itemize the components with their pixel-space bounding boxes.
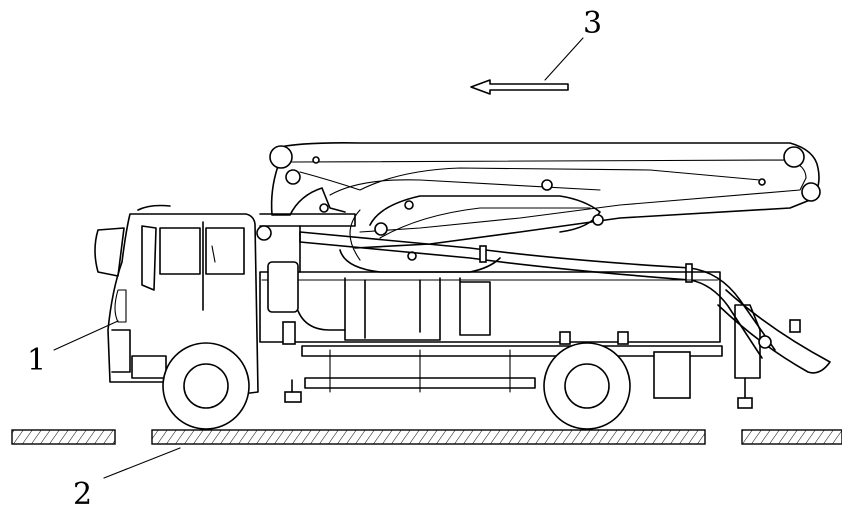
delivery-pipe bbox=[299, 231, 831, 374]
folded-boom bbox=[269, 142, 821, 273]
leader-line-2 bbox=[103, 447, 181, 479]
ground-surface bbox=[11, 429, 842, 445]
chassis-frame bbox=[259, 213, 801, 409]
front-wheel bbox=[162, 342, 250, 430]
label-3: 3 bbox=[583, 6, 602, 41]
rear-wheel bbox=[543, 342, 631, 430]
leader-line-3 bbox=[544, 37, 584, 81]
label-2: 2 bbox=[73, 477, 92, 512]
label-1: 1 bbox=[27, 343, 46, 378]
direction-arrow-icon bbox=[470, 79, 569, 95]
leader-line-1 bbox=[53, 320, 119, 351]
